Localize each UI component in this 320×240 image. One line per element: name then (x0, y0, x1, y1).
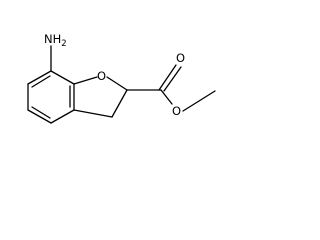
bond-c7a-o1 (73, 76, 98, 85)
bond-c3-c3a (73, 109, 113, 118)
bond-carbonyl-ester-o (160, 89, 173, 105)
bond-c6-c7 (27, 70, 52, 85)
carbonyl-oxygen-label: O (176, 51, 185, 65)
bond-c4-c5 (27, 109, 52, 124)
bond-carbonyl-double-a (158, 64, 177, 91)
amine-label: NH2 (44, 32, 67, 49)
bond-carbonyl-double-b (163, 66, 182, 92)
amine-subscript: 2 (61, 39, 66, 49)
bond-c7-c7a (50, 70, 75, 85)
bond-c6-c7-inner (31, 75, 51, 88)
bond-c2-c3 (111, 89, 128, 118)
amine-group: NH2 (44, 32, 67, 72)
dihydrofuran-ring: O (73, 69, 128, 118)
methyl-ester-group: O O (126, 51, 216, 118)
bond-c3a-c4 (50, 109, 75, 124)
bond-c4-c5-inner (31, 106, 51, 119)
benzene-ring (27, 70, 75, 124)
ester-oxygen-label: O (172, 104, 181, 118)
bond-ester-o-methyl (182, 90, 216, 112)
chemical-structure-diagram: NH2 O O O (27, 32, 216, 124)
ring-oxygen-label: O (97, 69, 106, 83)
amine-symbol: NH (44, 32, 61, 46)
bond-o1-c2 (106, 76, 128, 91)
